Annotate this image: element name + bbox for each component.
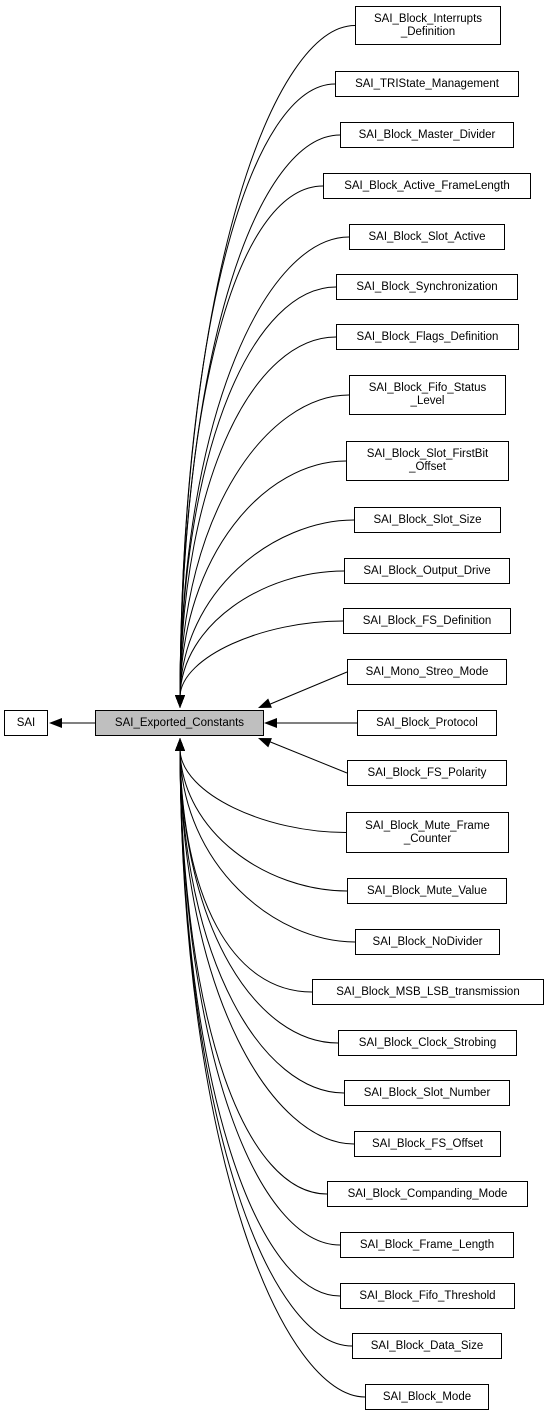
edge-line [179, 185, 324, 697]
edge-line [179, 336, 337, 697]
group-node-label-line: SAI_Block_Mute_Value [367, 884, 487, 897]
root-node-label: SAI [16, 716, 36, 729]
edge-arrowhead [264, 718, 277, 728]
group-node-label-line: SAI_Block_MSB_LSB_transmission [336, 985, 520, 998]
edge-line [179, 460, 347, 697]
edge-line [179, 394, 350, 697]
edge-line [179, 749, 366, 1398]
group-node-label-line: SAI_Block_Mode [382, 1390, 472, 1403]
edge-line [179, 620, 344, 697]
group-node[interactable]: SAI_Block_Flags_Definition [336, 324, 519, 350]
root-node-sai[interactable]: SAI [4, 710, 48, 736]
edge-line [179, 749, 356, 943]
group-node[interactable]: SAI_Block_Mute_Frame_Counter [346, 812, 509, 853]
edge-line [179, 519, 355, 697]
group-node[interactable]: SAI_Block_NoDivider [355, 929, 500, 955]
edge-arrowhead [258, 698, 272, 708]
edge-line [179, 570, 345, 697]
edge-line [179, 749, 345, 1094]
group-node-label-line: _Level [410, 395, 445, 407]
group-node[interactable]: SAI_Block_Slot_Size [354, 507, 501, 533]
group-node-label-line: SAI_Block_FS_Definition [362, 614, 492, 627]
group-node-label-line: _Definition [400, 25, 456, 38]
edge-line [179, 749, 355, 1145]
group-node-label-line: SAI_Block_Output_Drive [363, 564, 491, 577]
edge-line [179, 749, 341, 1246]
edge-line [179, 749, 341, 1297]
edge-arrowhead [175, 695, 185, 708]
group-node[interactable]: SAI_Block_Companding_Mode [327, 1181, 528, 1207]
group-node[interactable]: SAI_Block_Slot_Active [349, 224, 505, 250]
edge-line [179, 749, 347, 833]
edge-line [179, 749, 339, 1044]
group-node[interactable]: SAI_Block_Data_Size [352, 1333, 502, 1359]
group-node[interactable]: SAI_Block_Slot_FirstBit_Offset [346, 441, 509, 481]
group-node[interactable]: SAI_Block_Master_Divider [340, 122, 514, 148]
group-node[interactable]: SAI_Block_Mode [365, 1384, 489, 1410]
edge-arrowhead [175, 738, 185, 751]
group-node-label-line: SAI_Block_NoDivider [372, 935, 483, 948]
group-node-label-line: SAI_Block_Active_FrameLength [344, 179, 510, 192]
root-arrowhead [49, 718, 62, 728]
edge-line [179, 749, 348, 892]
edge-line [179, 286, 337, 697]
group-node-label-line: SAI_Block_Protocol [376, 716, 478, 729]
group-node[interactable]: SAI_Block_Active_FrameLength [323, 173, 531, 199]
group-node-label-line: _Offset [409, 461, 446, 473]
group-node-label-line: SAI_Block_FS_Offset [371, 1137, 483, 1150]
group-node-label-line: SAI_Block_Flags_Definition [356, 330, 499, 343]
group-node[interactable]: SAI_Block_Slot_Number [344, 1080, 510, 1106]
group-node[interactable]: SAI_Block_Output_Drive [344, 558, 510, 584]
group-node-label-line: SAI_Block_Fifo_Status [368, 382, 487, 394]
group-node[interactable]: SAI_Mono_Streo_Mode [347, 659, 507, 685]
edge-line [179, 83, 336, 697]
group-node-label-line: SAI_Block_Slot_FirstBit [366, 448, 489, 460]
group-node-label-line: _Counter [403, 832, 452, 845]
group-node[interactable]: SAI_Block_Frame_Length [340, 1232, 514, 1258]
edge-line [179, 134, 341, 697]
group-node-label-line: SAI_Block_Companding_Mode [347, 1187, 508, 1200]
group-node[interactable]: SAI_Block_Protocol [357, 710, 497, 736]
group-node-label-line: SAI_Block_Clock_Strobing [358, 1036, 497, 1049]
group-node[interactable]: SAI_Block_Fifo_Status_Level [349, 375, 506, 415]
group-node-label-line: SAI_Block_Slot_Active [368, 230, 486, 243]
edge-line [267, 671, 348, 706]
group-node-label-line: SAI_TRIState_Management [355, 77, 499, 90]
edge-line [179, 25, 356, 697]
current-node-label: SAI_Exported_Constants [114, 716, 245, 729]
group-node-label-line: SAI_Block_Interrupts [373, 12, 483, 25]
group-node-label-line: SAI_Block_FS_Polarity [367, 766, 487, 779]
group-node[interactable]: SAI_Block_Synchronization [336, 274, 518, 300]
group-node[interactable]: SAI_Block_FS_Polarity [347, 760, 507, 786]
group-node-label-line: SAI_Block_Frame_Length [359, 1238, 495, 1251]
group-node[interactable]: SAI_Block_Mute_Value [347, 878, 507, 904]
group-node-label-line: SAI_Mono_Streo_Mode [365, 665, 489, 678]
group-node-label-line: SAI_Block_Slot_Size [373, 513, 482, 526]
group-node[interactable]: SAI_Block_Clock_Strobing [338, 1030, 517, 1056]
group-node-label-line: SAI_Block_Fifo_Threshold [359, 1289, 496, 1302]
group-node[interactable]: SAI_Block_Interrupts_Definition [355, 6, 501, 45]
group-node[interactable]: SAI_Block_FS_Offset [354, 1131, 501, 1157]
current-node-exported-constants: SAI_Exported_Constants [95, 710, 264, 736]
group-node[interactable]: SAI_Block_MSB_LSB_transmission [312, 979, 544, 1005]
group-node[interactable]: SAI_Block_FS_Definition [343, 608, 511, 634]
group-node[interactable]: SAI_TRIState_Management [335, 71, 519, 97]
group-node-label-line: SAI_Block_Slot_Number [363, 1086, 491, 1099]
group-node-label-line: SAI_Block_Master_Divider [358, 128, 496, 141]
group-node[interactable]: SAI_Block_Fifo_Threshold [340, 1283, 515, 1309]
edge-line [179, 749, 353, 1347]
edge-arrowhead [258, 738, 272, 748]
group-node-label-line: SAI_Block_Mute_Frame [365, 819, 490, 832]
group-node-label-line: SAI_Block_Data_Size [370, 1339, 484, 1352]
group-node-label-line: SAI_Block_Synchronization [356, 280, 498, 293]
edge-line [267, 740, 348, 774]
